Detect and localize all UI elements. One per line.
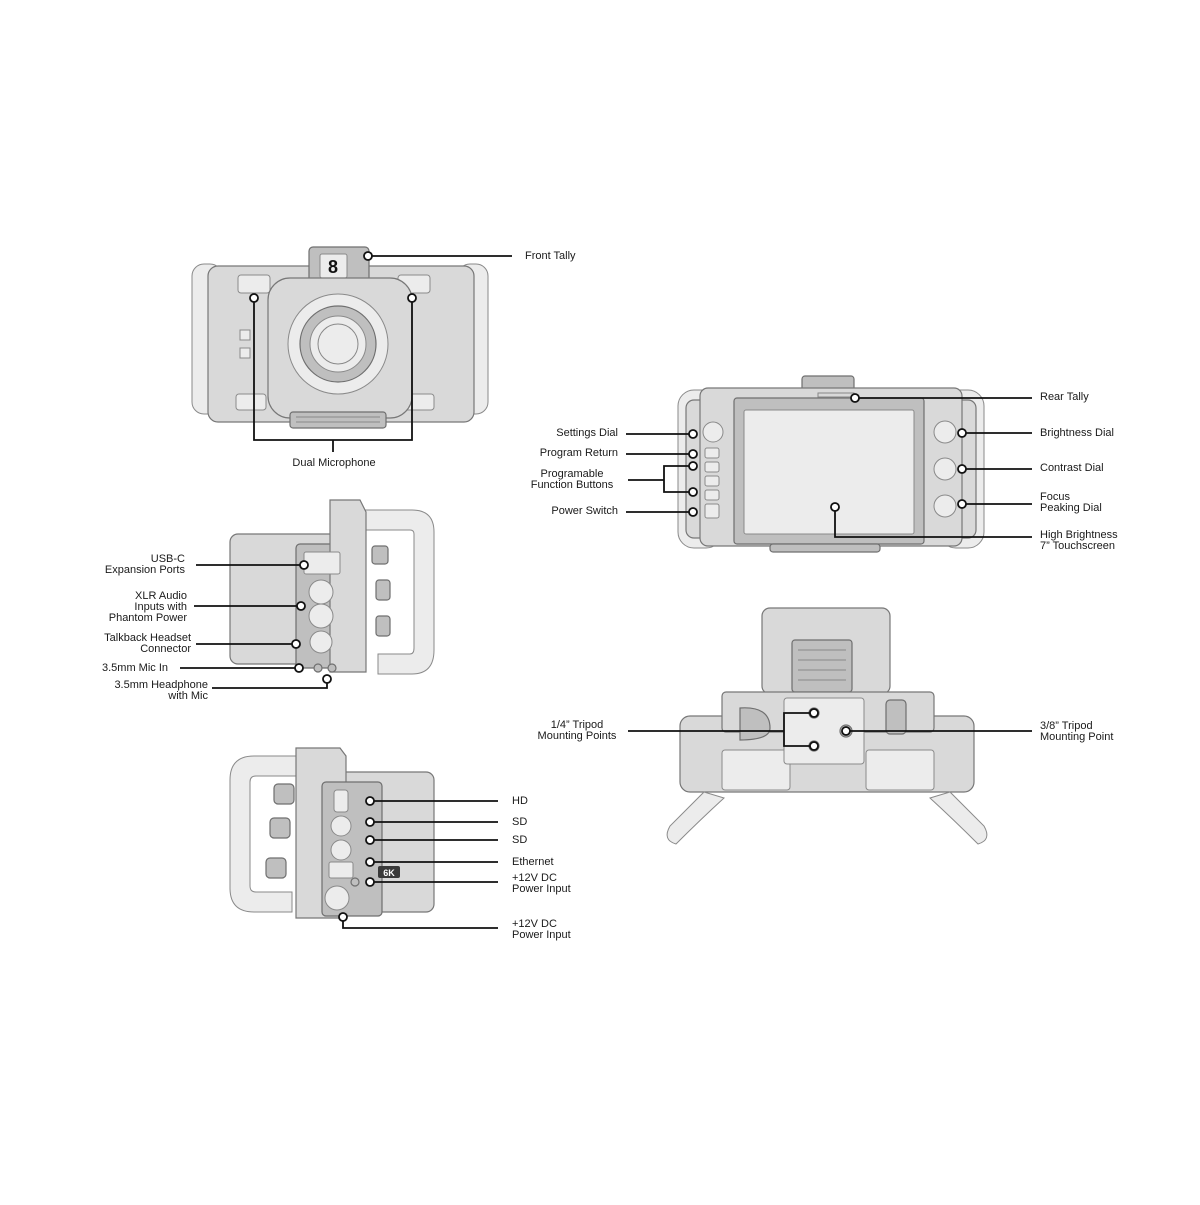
right-callout-lines — [338, 796, 498, 929]
label-sdi-in: SD — [512, 834, 528, 846]
rear-view — [677, 375, 985, 553]
left-callout-lines — [180, 560, 332, 689]
label-dc-power-2: +12V DC Power Input — [512, 918, 571, 941]
label-tripod-3-8: 3/8” Tripod Mounting Point — [1040, 720, 1114, 743]
label-power-switch: Power Switch — [551, 505, 618, 517]
label-rear-tally: Rear Tally — [1040, 391, 1089, 403]
label-contrast-dial: Contrast Dial — [1040, 462, 1104, 474]
label-front-tally: Front Tally — [525, 250, 576, 262]
label-program-return: Program Return — [539, 447, 618, 459]
6k-badge-text: 6K — [383, 868, 395, 878]
label-settings-dial: Settings Dial — [556, 427, 618, 439]
label-programable-function-buttons: Programable Function Buttons — [530, 468, 614, 491]
label-xlr-audio: XLR Audio Inputs with Phantom Power — [108, 590, 187, 624]
label-sdi-out: SD — [512, 816, 528, 828]
6k-badge — [378, 866, 400, 878]
bottom-foot-right — [929, 791, 988, 845]
label-brightness-dial: Brightness Dial — [1040, 427, 1114, 439]
front-callout-lines — [249, 251, 512, 452]
front-tally-number: 8 — [328, 257, 338, 277]
label-dual-microphone: Dual Microphone — [292, 457, 376, 469]
left-side-view — [229, 499, 435, 675]
right-side-view: 6K — [229, 747, 435, 919]
bottom-view — [666, 607, 988, 845]
label-headphone: 3.5mm Headphone with Mic — [114, 679, 208, 702]
label-touchscreen: High Brightness 7” Touchscreen — [1040, 529, 1118, 552]
label-focus-peaking-dial: Focus Peaking Dial — [1040, 491, 1102, 514]
front-view: 8 — [191, 246, 489, 429]
bottom-foot-left — [666, 791, 725, 845]
label-mic-in: 3.5mm Mic In — [102, 662, 169, 674]
rear-screen — [743, 409, 915, 535]
label-hdmi: HD — [512, 795, 528, 807]
label-tripod-quarter: 1/4” Tripod Mounting Points — [537, 719, 617, 742]
label-talkback: Talkback Headset Connector — [104, 632, 191, 655]
label-ethernet: Ethernet — [512, 856, 554, 868]
bottom-callout-lines — [628, 708, 1032, 751]
label-dc-power-1: +12V DC Power Input — [512, 872, 571, 895]
label-usb-c: USB-C Expansion Ports — [104, 553, 185, 576]
rear-callout-lines — [626, 393, 1032, 538]
